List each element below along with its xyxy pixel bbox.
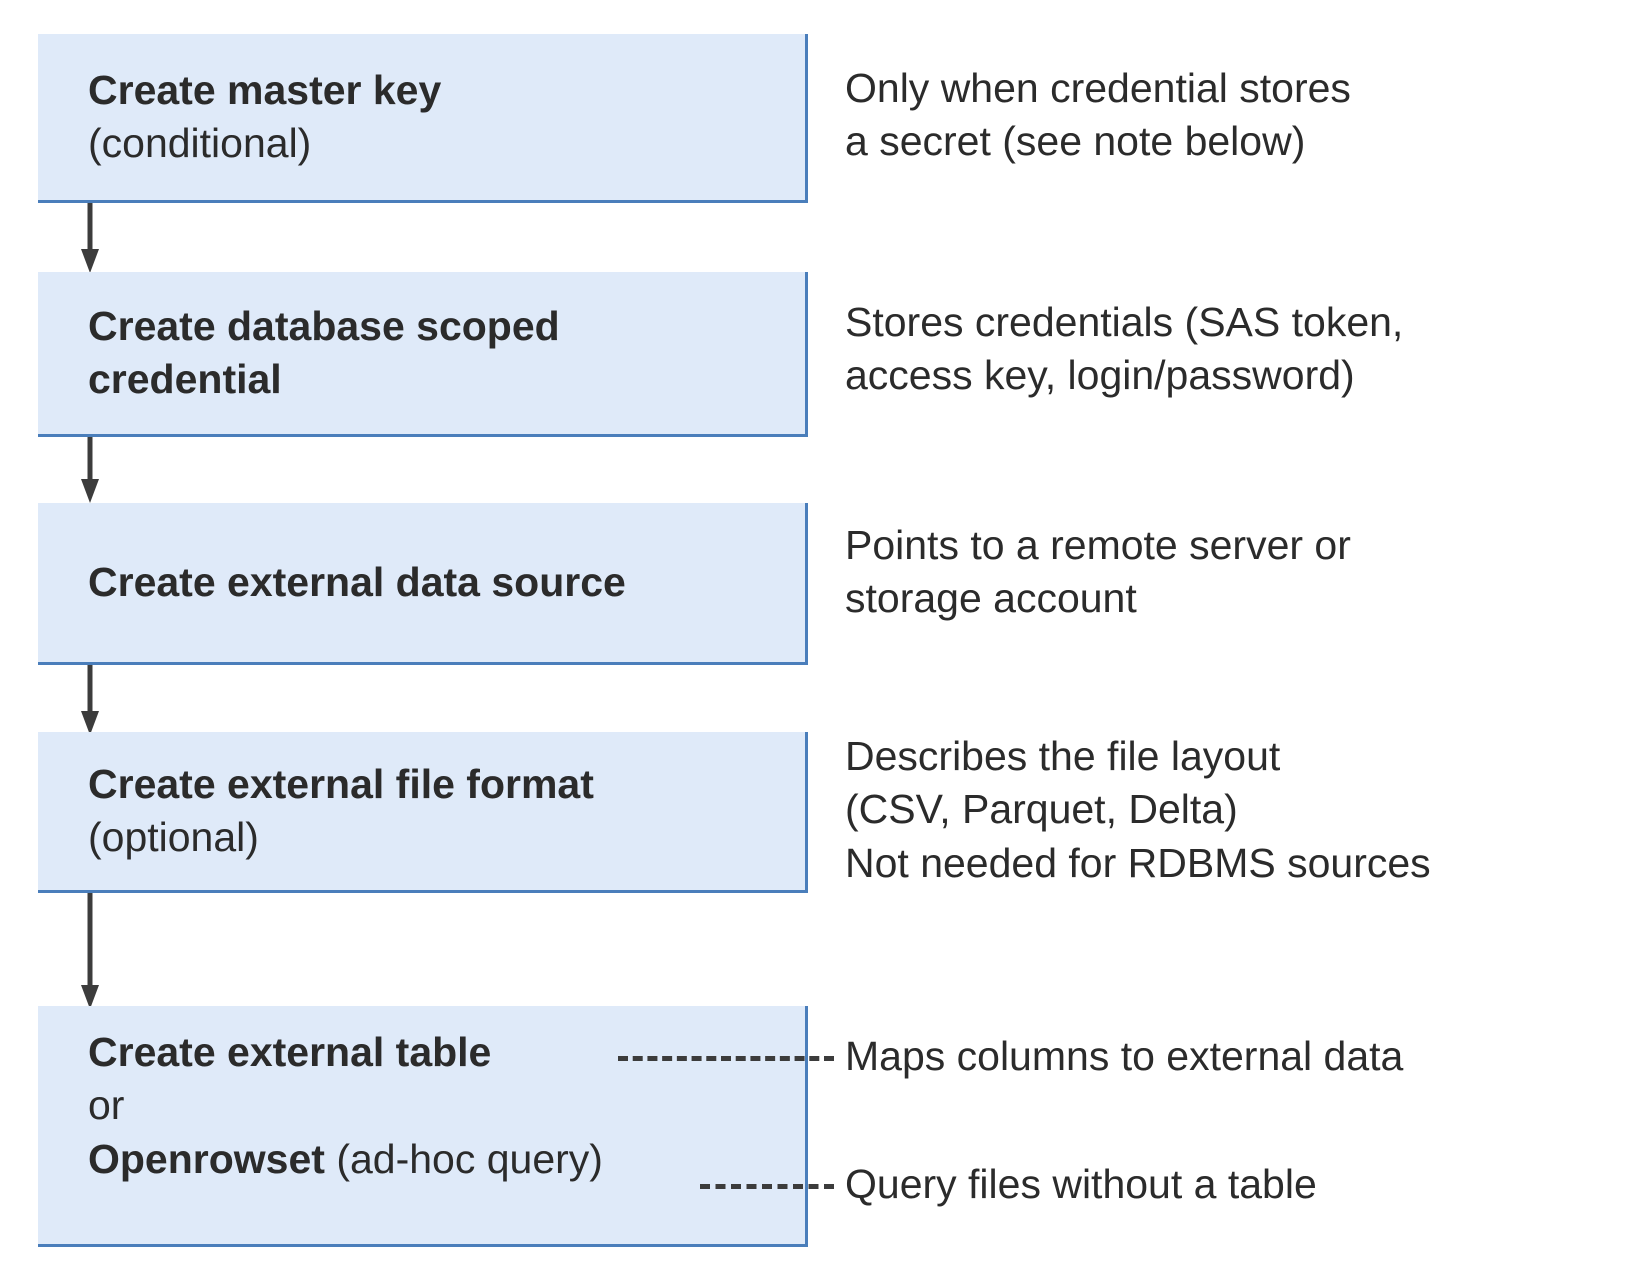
note-openrowset: Query files without a table — [845, 1161, 1317, 1207]
step-title: Create external table — [88, 1029, 492, 1075]
note-create-master-key: Only when credential stores a secret (se… — [845, 65, 1351, 165]
step-title: Create master key — [88, 66, 442, 113]
step-box-create-external-table-or-openrowset: Create external table or Openrowset (ad-… — [38, 1006, 808, 1247]
dashed-connector-external-table — [618, 1056, 834, 1061]
step-or-label: or — [88, 1082, 125, 1129]
openrowset-qualifier: (ad-hoc query) — [324, 1135, 603, 1182]
step-subtitle: (optional) — [88, 814, 259, 860]
note-create-external-table: Maps columns to external data — [845, 1033, 1404, 1079]
step-subtitle: (conditional) — [88, 120, 312, 166]
dashed-connector-openrowset — [700, 1184, 834, 1189]
step-title: Create external file format — [88, 760, 594, 807]
arrow-down-icon-3 — [81, 665, 99, 735]
step-title: Create external data source — [88, 558, 626, 605]
note-create-external-data-source: Points to a remote server or storage acc… — [845, 522, 1351, 622]
note-create-database-scoped-credential: Stores credentials (SAS token, access ke… — [845, 299, 1404, 399]
step-title-line-1: Create database scoped — [88, 302, 560, 349]
openrowset-keyword: Openrowset — [88, 1135, 325, 1182]
arrow-down-icon-4 — [81, 893, 99, 1009]
step-box-create-database-scoped-credential: Create database scoped credential — [38, 272, 808, 437]
step-box-create-external-data-source: Create external data source — [38, 503, 808, 665]
note-create-external-file-format: Describes the file layout (CSV, Parquet,… — [845, 733, 1431, 886]
step-box-create-external-file-format: Create external file format (optional) — [38, 732, 808, 893]
step-title-line-2: credential — [88, 356, 282, 402]
arrow-down-icon-1 — [81, 203, 99, 273]
step-openrowset-label: Openrowset (ad-hoc query) — [88, 1133, 791, 1186]
step-box-create-master-key: Create master key (conditional) — [38, 34, 808, 203]
arrow-down-icon-2 — [81, 437, 99, 503]
